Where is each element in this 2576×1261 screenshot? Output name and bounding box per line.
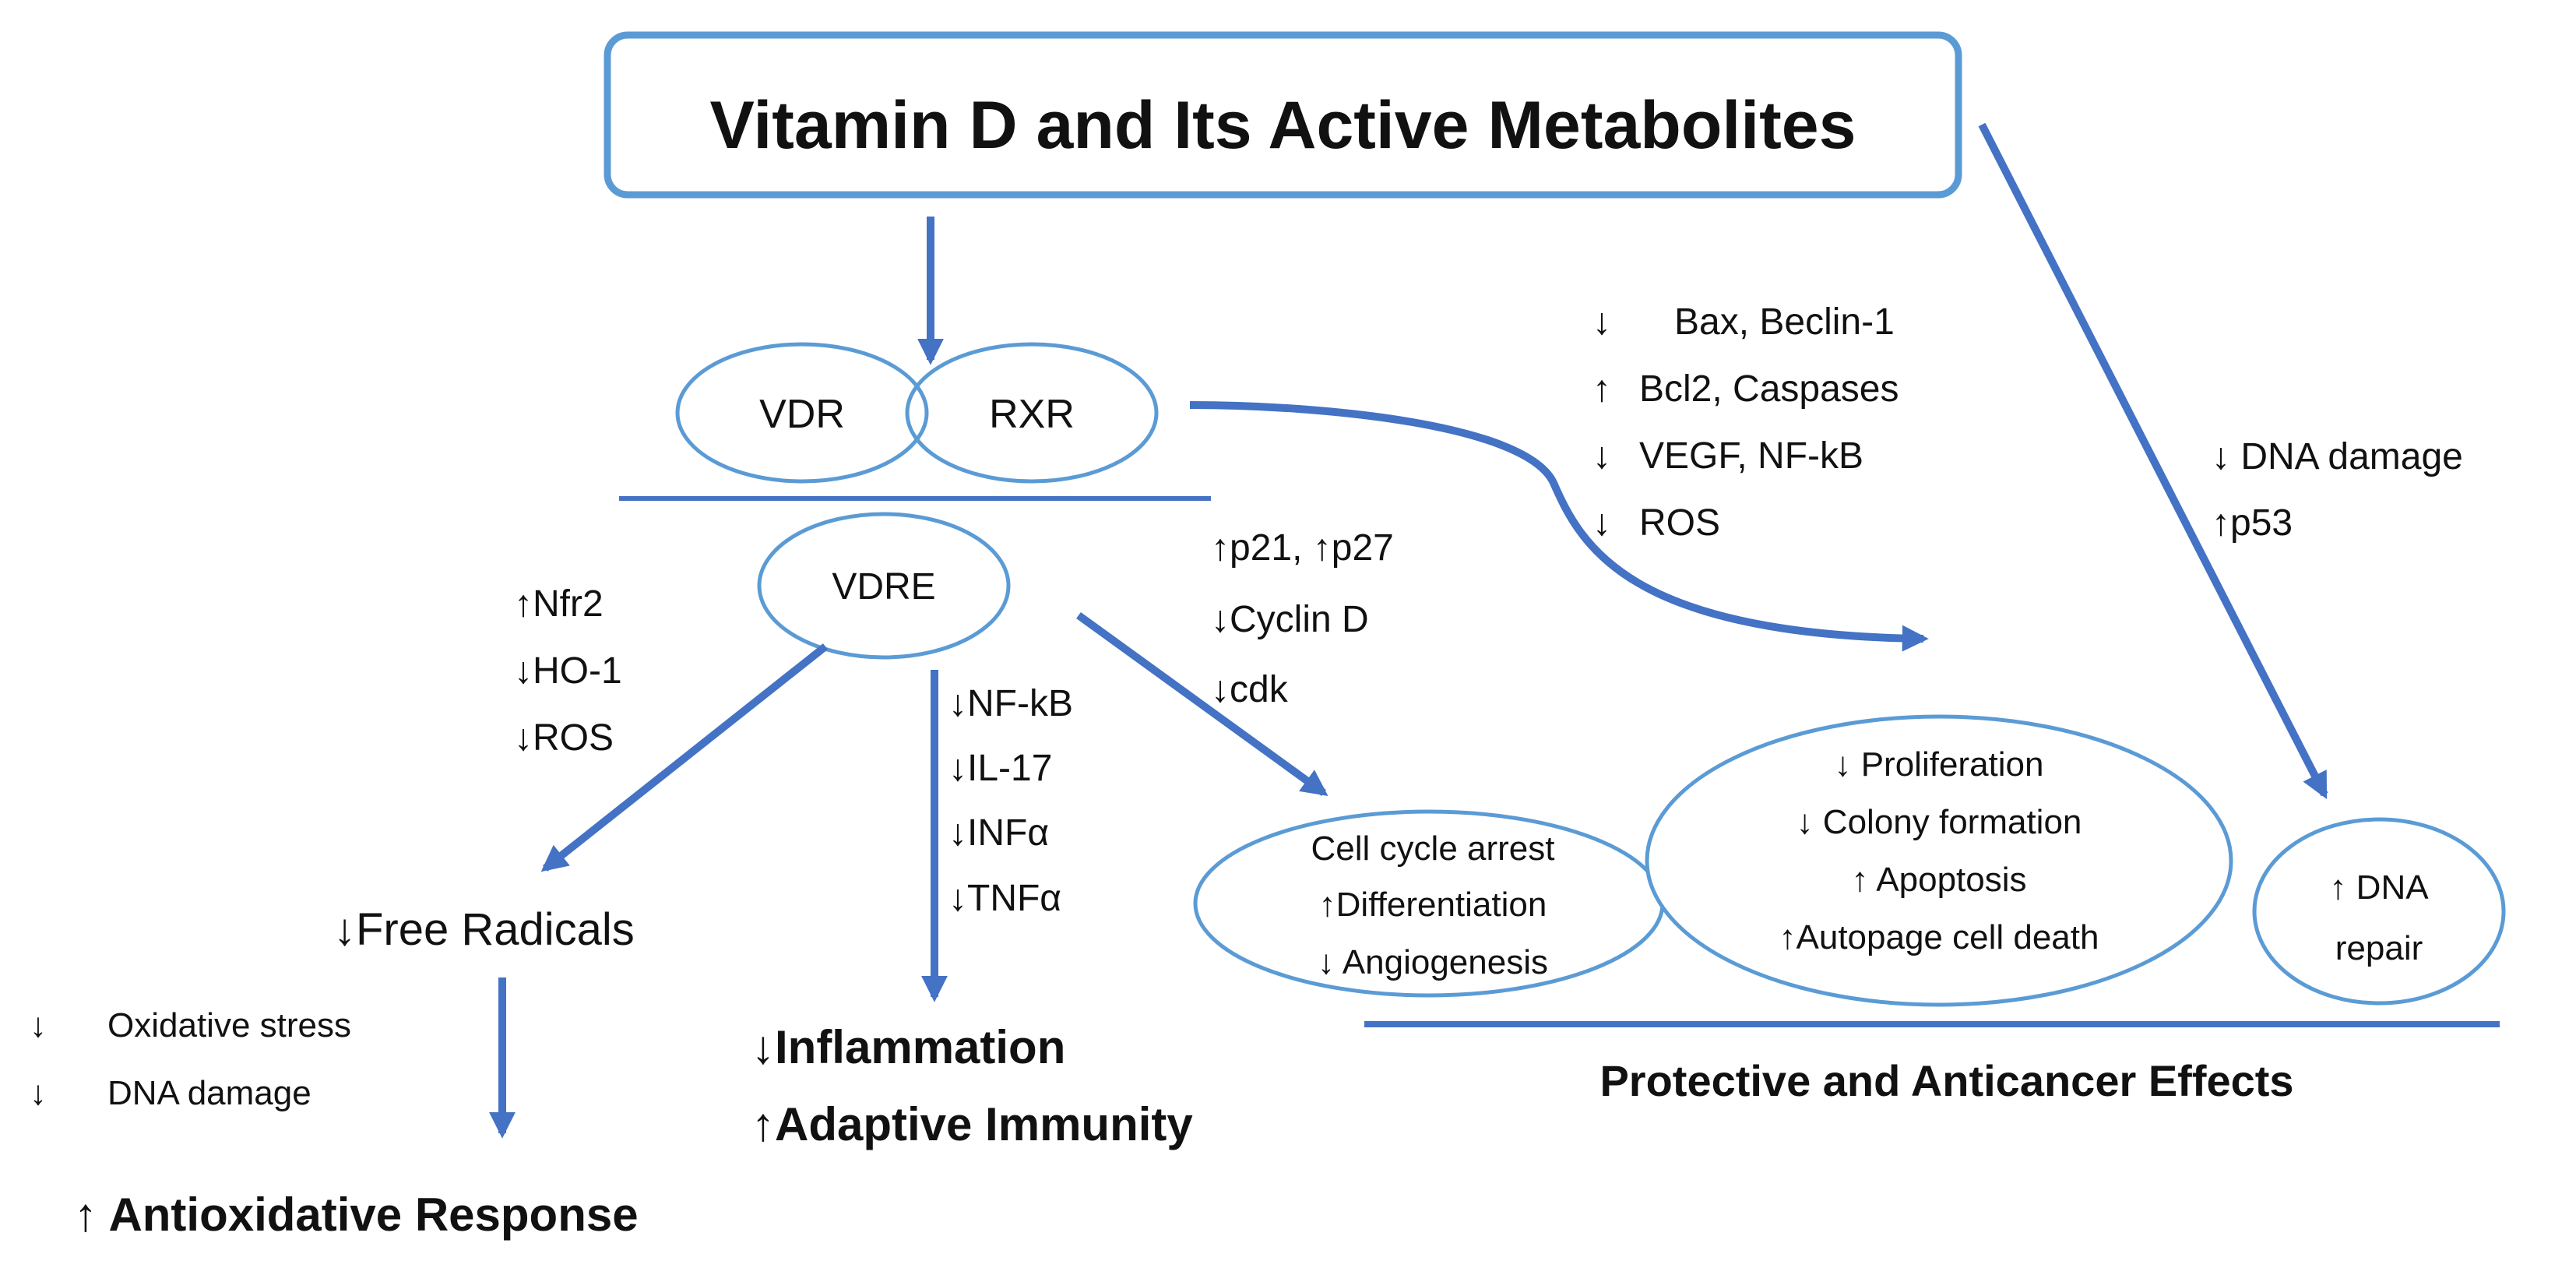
dna-repair-label-1: ↑ DNA <box>2329 868 2429 907</box>
dna-repair-label-2: repair <box>2335 929 2423 967</box>
diagram-title: Vitamin D and Its Active Metabolites <box>709 88 1856 163</box>
nfkb-marker: ↓NF-kB <box>948 683 1073 724</box>
free-radicals-label: ↓Free Radicals <box>333 904 635 955</box>
rxr-label: RXR <box>989 392 1075 437</box>
vegf-arrow: ↓ <box>1592 435 1611 477</box>
vdre-to-cell-cycle-arrow <box>1076 611 1328 797</box>
cdk-marker: ↓cdk <box>1211 669 1288 710</box>
nfr2-marker: ↑Nfr2 <box>514 583 604 625</box>
cyclin-d-marker: ↓Cyclin D <box>1211 599 1369 640</box>
il17-marker: ↓IL-17 <box>948 748 1053 789</box>
bcl2-arrow: ↑ <box>1592 368 1611 410</box>
bax-arrow: ↓ <box>1592 301 1611 343</box>
cell-cycle-arrest-label: Cell cycle arrest <box>1311 830 1555 868</box>
ros-apoptosis-marker: ROS <box>1639 502 1721 544</box>
title-box <box>604 31 1962 199</box>
proliferation-label: ↓ Proliferation <box>1834 745 2044 784</box>
ros-apoptosis-arrow: ↓ <box>1592 502 1611 544</box>
oxidative-stress-arrow: ↓ <box>30 1006 47 1044</box>
vdr-label: VDR <box>759 392 845 437</box>
p53-marker: ↑p53 <box>2212 502 2293 544</box>
oxidative-stress-label: Oxidative stress <box>107 1006 351 1044</box>
autophagy-label: ↑Autopage cell death <box>1779 918 2099 956</box>
vdr-ellipse <box>675 342 929 484</box>
tnfa-marker: ↓TNFα <box>948 878 1062 919</box>
protective-effects-label: Protective and Anticancer Effects <box>1599 1056 2294 1105</box>
rxr-to-apoptosis-arrow <box>1189 401 1929 652</box>
ros-marker: ↓ROS <box>514 717 614 759</box>
angiogenesis-label: ↓ Angiogenesis <box>1318 943 1548 981</box>
vdre-label: VDRE <box>832 566 936 608</box>
vegf-marker: VEGF, NF-kB <box>1639 435 1864 477</box>
dna-damage-label: DNA damage <box>107 1074 311 1112</box>
colony-formation-label: ↓ Colony formation <box>1796 803 2082 841</box>
bax-marker: Bax, Beclin-1 <box>1674 301 1895 343</box>
bcl2-marker: Bcl2, Caspases <box>1639 368 1899 410</box>
dna-damage-arrow: ↓ <box>30 1074 47 1112</box>
adaptive-immunity-label: ↑Adaptive Immunity <box>751 1098 1193 1150</box>
title-to-dna-repair-arrow <box>1978 122 2328 800</box>
inflammation-label: ↓Inflammation <box>751 1021 1066 1073</box>
p21-p27-marker: ↑p21, ↑p27 <box>1211 527 1394 569</box>
apoptosis-label: ↑ Apoptosis <box>1851 861 2027 899</box>
rxr-ellipse <box>905 342 1159 484</box>
vdre-ellipse <box>757 512 1011 660</box>
dna-repair-ellipse <box>2252 817 2506 1006</box>
vdre-to-free-radicals-arrow <box>540 643 829 872</box>
dna-damage-marker: ↓ DNA damage <box>2212 436 2463 477</box>
antioxidative-response-label: ↑ Antioxidative Response <box>74 1189 639 1241</box>
ho1-marker: ↓HO-1 <box>514 650 622 692</box>
apoptosis-ellipse <box>1645 714 2233 1007</box>
differentiation-label: ↑Differentiation <box>1318 886 1547 924</box>
infa-marker: ↓INFα <box>948 812 1050 854</box>
